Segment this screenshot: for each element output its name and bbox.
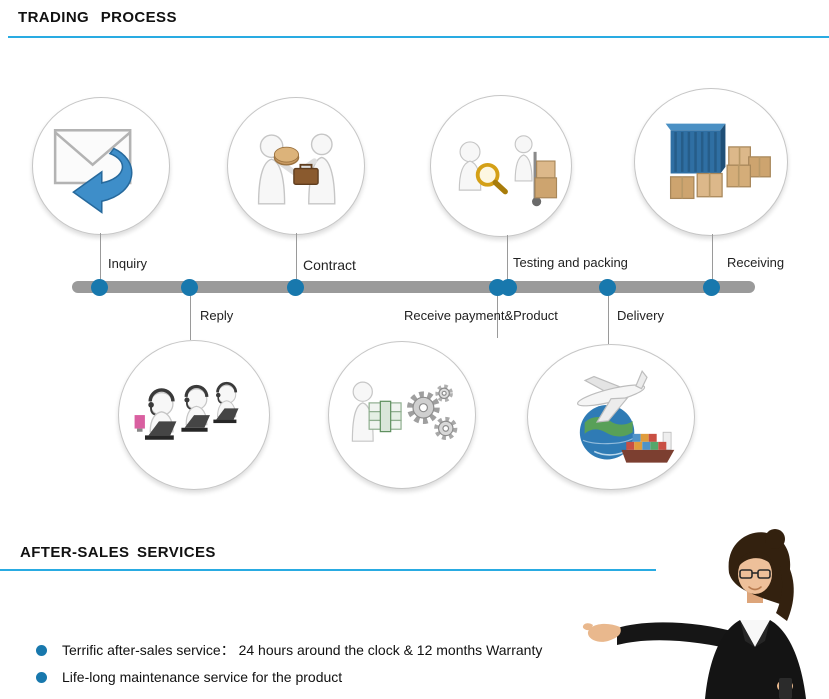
step-label-delivery: Delivery xyxy=(617,308,664,323)
step-label-receiving: Receiving xyxy=(727,255,785,270)
payment-step-circle xyxy=(328,341,476,489)
timeline-dot-testing xyxy=(500,279,517,296)
timeline-dot-contract xyxy=(287,279,304,296)
connector-line-delivery xyxy=(608,292,609,344)
timeline-dot-delivery xyxy=(599,279,616,296)
timeline-dot-receiving xyxy=(703,279,720,296)
payment-product-icon xyxy=(351,381,458,442)
inquiry-envelope-icon xyxy=(54,129,133,215)
reply-step-circle xyxy=(118,340,270,490)
connector-line-receiving xyxy=(712,234,713,283)
bullet-dot-icon xyxy=(36,644,47,656)
connector-line-inquiry xyxy=(100,233,101,283)
receiving-step-circle xyxy=(634,88,788,236)
timeline-bar xyxy=(72,281,755,293)
inquiry-step-circle xyxy=(32,97,170,235)
bullet-dot-icon xyxy=(36,671,47,683)
step-label-payment: Receive payment&Product xyxy=(404,308,558,323)
timeline-dot-inquiry xyxy=(91,279,108,296)
connector-line-reply xyxy=(190,292,191,340)
step-label-inquiry: Inquiry xyxy=(108,256,148,271)
contract-step-circle xyxy=(227,97,365,235)
after-sales-bullet-1: Terrific after-sales service： 24 hours a… xyxy=(36,640,542,660)
after-sales-bullet-2: Life-long maintenance service for the pr… xyxy=(36,669,342,685)
step-label-contract: Contract xyxy=(303,257,356,273)
contract-handshake-icon xyxy=(258,133,336,205)
testing-step-circle xyxy=(430,95,572,237)
step-label-testing: Testing and packing xyxy=(513,255,628,270)
reply-support-team-icon xyxy=(134,382,240,442)
testing-packing-icon xyxy=(458,134,557,206)
delivery-plane-ship-icon xyxy=(576,369,675,463)
bullet-text: Terrific after-sales service： 24 hours a… xyxy=(62,642,543,658)
trading-section-divider xyxy=(8,36,829,38)
after-sales-divider xyxy=(0,569,656,571)
bullet-text: Life-long maintenance service for the pr… xyxy=(62,669,343,685)
timeline-dot-reply xyxy=(181,279,198,296)
after-sales-heading: AFTER-SALES SERVICES xyxy=(20,544,216,561)
connector-line-testing xyxy=(507,235,508,283)
connector-line-payment xyxy=(497,292,498,338)
trading-process-heading: TRADING PROCESS xyxy=(18,9,177,26)
connector-line-contract xyxy=(296,233,297,283)
receiving-container-icon xyxy=(665,123,771,200)
delivery-step-circle xyxy=(527,344,695,490)
saleswoman-image xyxy=(582,529,806,699)
step-label-reply: Reply xyxy=(200,308,234,323)
